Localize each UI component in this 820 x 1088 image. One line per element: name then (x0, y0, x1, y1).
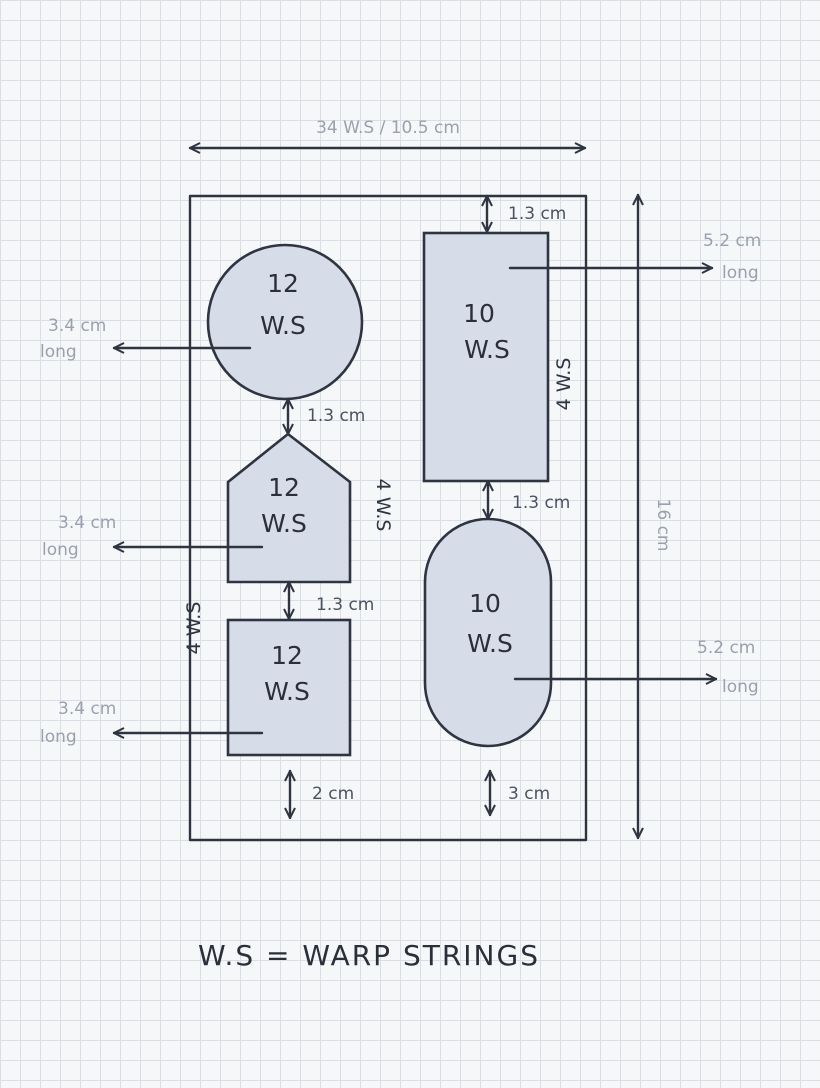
rectangle-width-label: 4 W.S (553, 358, 575, 411)
circle-unit: W.S (260, 311, 306, 340)
oval-unit: W.S (467, 629, 513, 658)
rectangle-count: 10 (463, 299, 495, 328)
square-length-value: 3.4 cm (58, 699, 116, 719)
oval-length-word: long (722, 677, 759, 697)
pentagon-length-word: long (42, 540, 79, 560)
circle-length-value: 3.4 cm (48, 316, 106, 336)
top-dimension-label: 34 W.S / 10.5 cm (316, 118, 460, 138)
legend-text: W.S = WARP STRINGS (198, 939, 540, 972)
rectangle-length-value: 5.2 cm (703, 231, 761, 251)
gap-label-circle-pentagon: 1.3 cm (307, 406, 365, 426)
rectangle-panel (422, 231, 550, 483)
square-width-label: 4 W.S (183, 602, 205, 655)
square-length-word: long (40, 727, 77, 747)
side-dimension-label: 16 cm (653, 499, 673, 552)
pentagon-length-value: 3.4 cm (58, 513, 116, 533)
pentagon-unit: W.S (261, 509, 307, 538)
oval-length-value: 5.2 cm (697, 638, 755, 658)
square-unit: W.S (264, 677, 310, 706)
circle-length-word: long (40, 342, 77, 362)
square-count: 12 (271, 641, 303, 670)
rectangle-length-word: long (722, 263, 759, 283)
gap-label-rect-oval: 1.3 cm (512, 493, 570, 513)
pentagon-width-label: 4 W.S (372, 479, 394, 532)
oval-count: 10 (469, 589, 501, 618)
pentagon-count: 12 (268, 473, 300, 502)
gap-label-pentagon-square: 1.3 cm (316, 595, 374, 615)
rectangle-unit: W.S (464, 335, 510, 364)
gap-label-right-bottom: 3 cm (508, 784, 550, 804)
gap-label-left-bottom: 2 cm (312, 784, 354, 804)
gap-label-right-top: 1.3 cm (508, 204, 566, 224)
loom-frame (188, 194, 588, 842)
pentagon-panel (226, 432, 352, 584)
circle-count: 12 (267, 269, 299, 298)
